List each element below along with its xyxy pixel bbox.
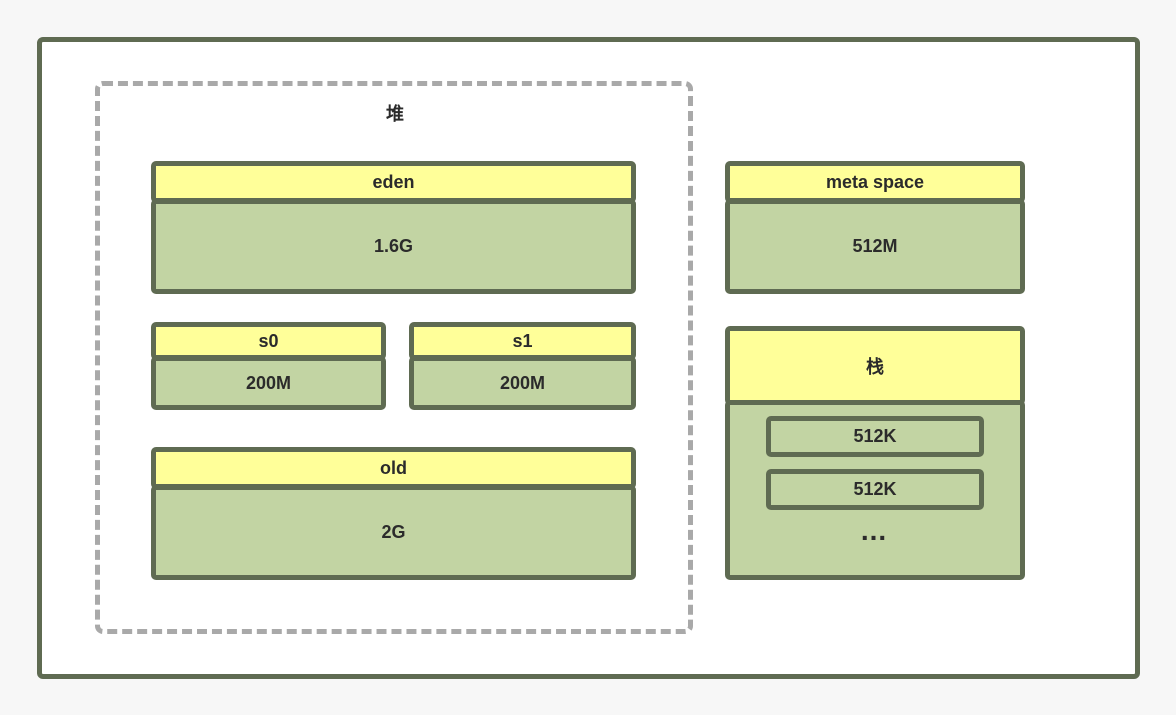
stack-frame: 512K: [766, 416, 984, 457]
s0-size: 200M: [151, 356, 386, 410]
s0-header: s0: [151, 322, 386, 360]
heap-title: 堆: [386, 104, 404, 124]
eden-size: 1.6G: [151, 199, 636, 294]
metaspace-size: 512M: [725, 199, 1025, 294]
s1-header: s1: [409, 322, 636, 360]
metaspace-header: meta space: [725, 161, 1025, 203]
stack-more-ellipsis: ...: [860, 515, 888, 546]
old-size: 2G: [151, 485, 636, 580]
eden-header: eden: [151, 161, 636, 203]
s1-size: 200M: [409, 356, 636, 410]
stack-header: 栈: [725, 326, 1025, 405]
heap-region: [95, 81, 693, 634]
old-header: old: [151, 447, 636, 489]
stack-frame: 512K: [766, 469, 984, 510]
